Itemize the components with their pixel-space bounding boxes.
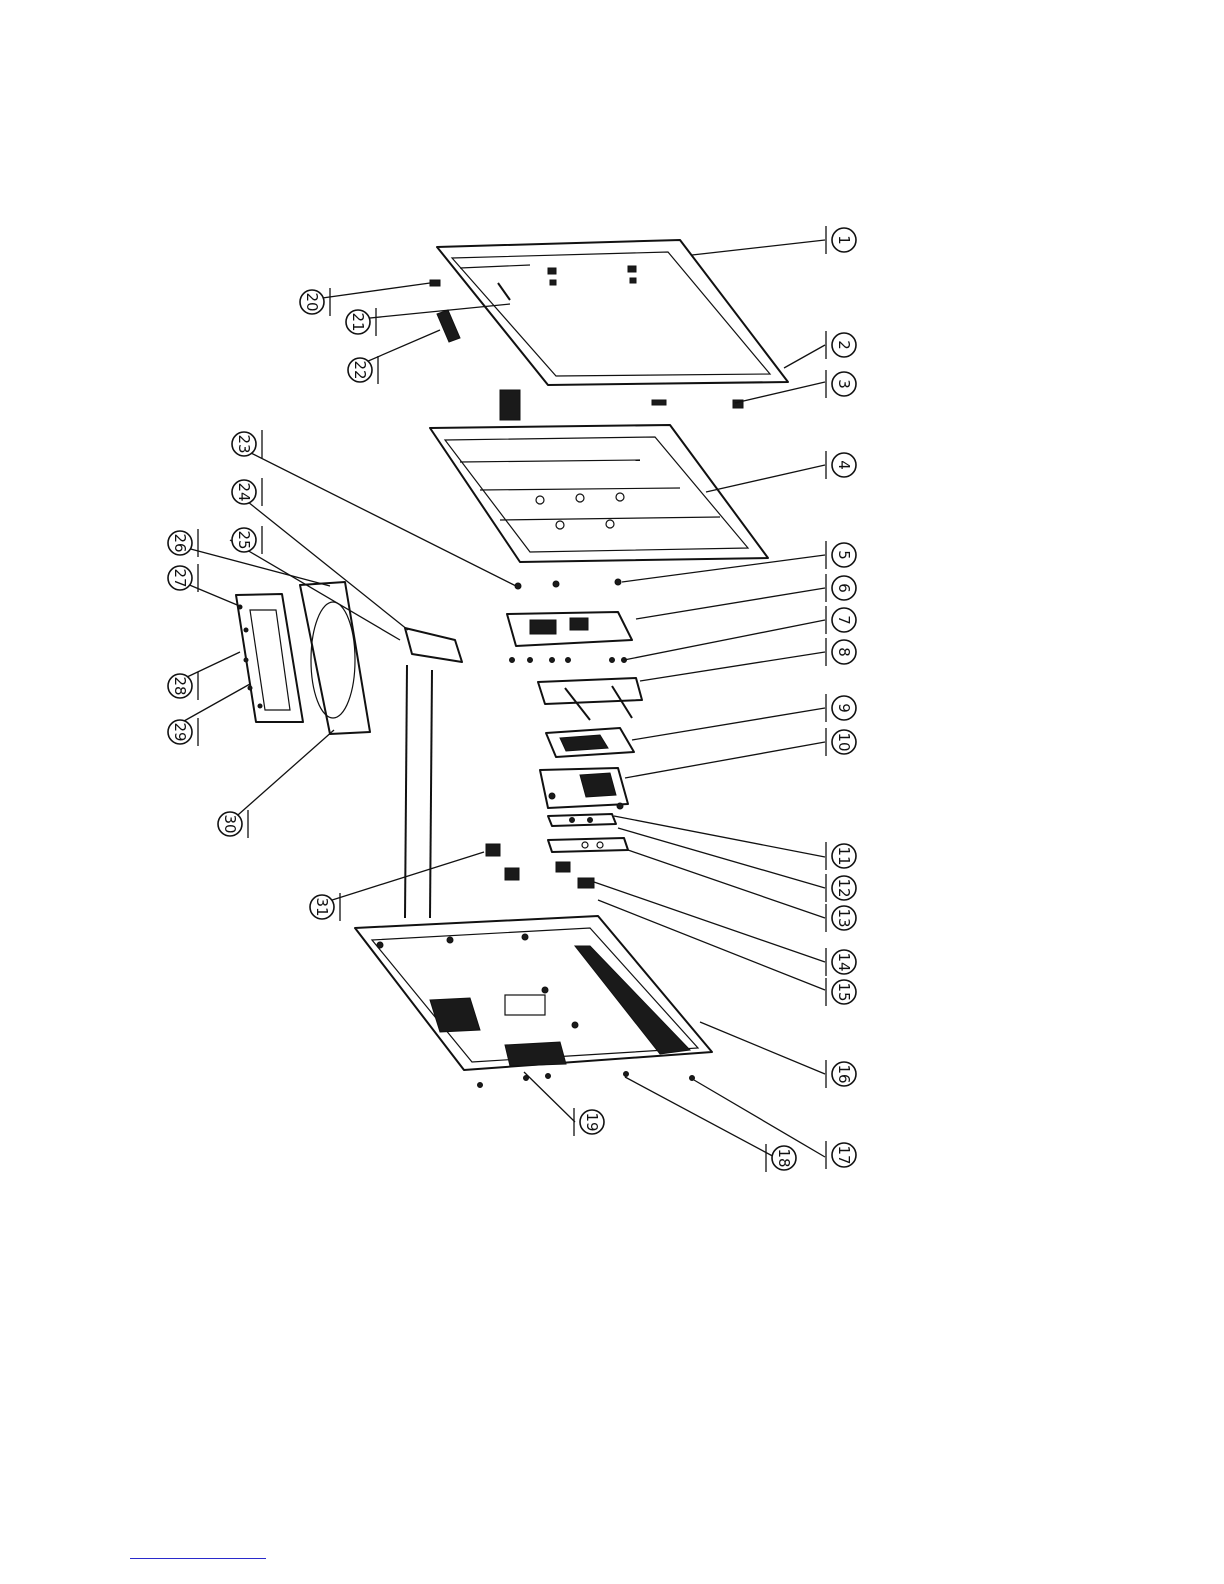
- callout-number: 27: [171, 568, 189, 587]
- callout-15: 15: [826, 978, 856, 1006]
- callout-number: 8: [835, 647, 853, 657]
- callout-16: 16: [826, 1060, 856, 1088]
- callout-5: 5: [826, 541, 856, 569]
- back-cover: [355, 916, 712, 1088]
- callout-23: 23: [232, 430, 262, 458]
- callout-2: 2: [826, 331, 856, 359]
- callout-30: 30: [218, 810, 248, 838]
- bracket: [538, 678, 642, 720]
- callout-number: 18: [775, 1148, 793, 1167]
- callout-20: 20: [300, 288, 330, 316]
- button-strip: [548, 838, 628, 852]
- callout-number: 7: [835, 615, 853, 625]
- callout-13: 13: [826, 904, 856, 932]
- callout-25: 25: [232, 526, 262, 554]
- callout-21: 21: [346, 308, 376, 336]
- callout-18: 18: [766, 1144, 796, 1172]
- callout-number: 5: [835, 550, 853, 560]
- callout-24: 24: [232, 478, 262, 506]
- callout-number: 24: [235, 482, 253, 501]
- callout-10: 10: [826, 728, 856, 756]
- callout-number: 22: [351, 360, 369, 379]
- main-chassis: [430, 425, 768, 562]
- callout-22: 22: [348, 356, 378, 384]
- callout-number: 11: [835, 846, 853, 865]
- callout-number: 29: [171, 722, 189, 741]
- callout-4: 4: [826, 451, 856, 479]
- callout-12: 12: [826, 874, 856, 902]
- callout-3: 3: [826, 370, 856, 398]
- callout-8: 8: [826, 638, 856, 666]
- front-bezel: [430, 240, 788, 420]
- callout-number: 23: [235, 434, 253, 453]
- side-bracket: [437, 310, 460, 342]
- base-plate: [236, 594, 303, 722]
- callout-28: 28: [168, 672, 198, 700]
- callout-number: 16: [835, 1064, 853, 1083]
- callout-balloons: 1234567891011121314151617181920212223242…: [168, 226, 856, 1172]
- callout-27: 27: [168, 564, 198, 592]
- leader-lines: [168, 240, 825, 1160]
- callout-31: 31: [310, 893, 340, 921]
- callout-number: 12: [835, 878, 853, 897]
- callout-number: 4: [835, 460, 853, 470]
- main-board: [546, 728, 634, 757]
- callout-29: 29: [168, 718, 198, 746]
- callout-19: 19: [574, 1108, 604, 1136]
- callout-17: 17: [826, 1141, 856, 1169]
- io-board: [507, 579, 632, 663]
- callout-26: 26: [168, 529, 198, 557]
- callout-number: 9: [835, 703, 853, 713]
- callout-number: 30: [221, 814, 239, 833]
- callout-9: 9: [826, 694, 856, 722]
- ir-module: [556, 862, 594, 888]
- speaker: [486, 844, 519, 880]
- footer-rule: [130, 1558, 266, 1559]
- callout-number: 3: [835, 379, 853, 389]
- stand-base: [300, 582, 370, 734]
- callout-number: 21: [349, 312, 367, 331]
- callout-number: 14: [835, 952, 853, 971]
- callout-14: 14: [826, 948, 856, 976]
- callout-number: 19: [583, 1112, 601, 1131]
- callout-6: 6: [826, 574, 856, 602]
- power-board: [540, 768, 628, 809]
- callout-number: 17: [835, 1145, 853, 1164]
- callout-number: 26: [171, 533, 189, 552]
- callout-number: 1: [835, 235, 853, 245]
- callout-number: 20: [303, 292, 321, 311]
- callout-number: 28: [171, 676, 189, 695]
- key-board: [548, 814, 616, 826]
- callout-number: 10: [835, 732, 853, 751]
- callout-7: 7: [826, 606, 856, 634]
- callout-number: 25: [235, 530, 253, 549]
- callout-11: 11: [826, 842, 856, 870]
- callout-number: 31: [313, 897, 331, 916]
- callout-number: 6: [835, 583, 853, 593]
- callout-number: 2: [835, 340, 853, 350]
- callout-number: 15: [835, 982, 853, 1001]
- callout-number: 13: [835, 908, 853, 927]
- callout-1: 1: [826, 226, 856, 254]
